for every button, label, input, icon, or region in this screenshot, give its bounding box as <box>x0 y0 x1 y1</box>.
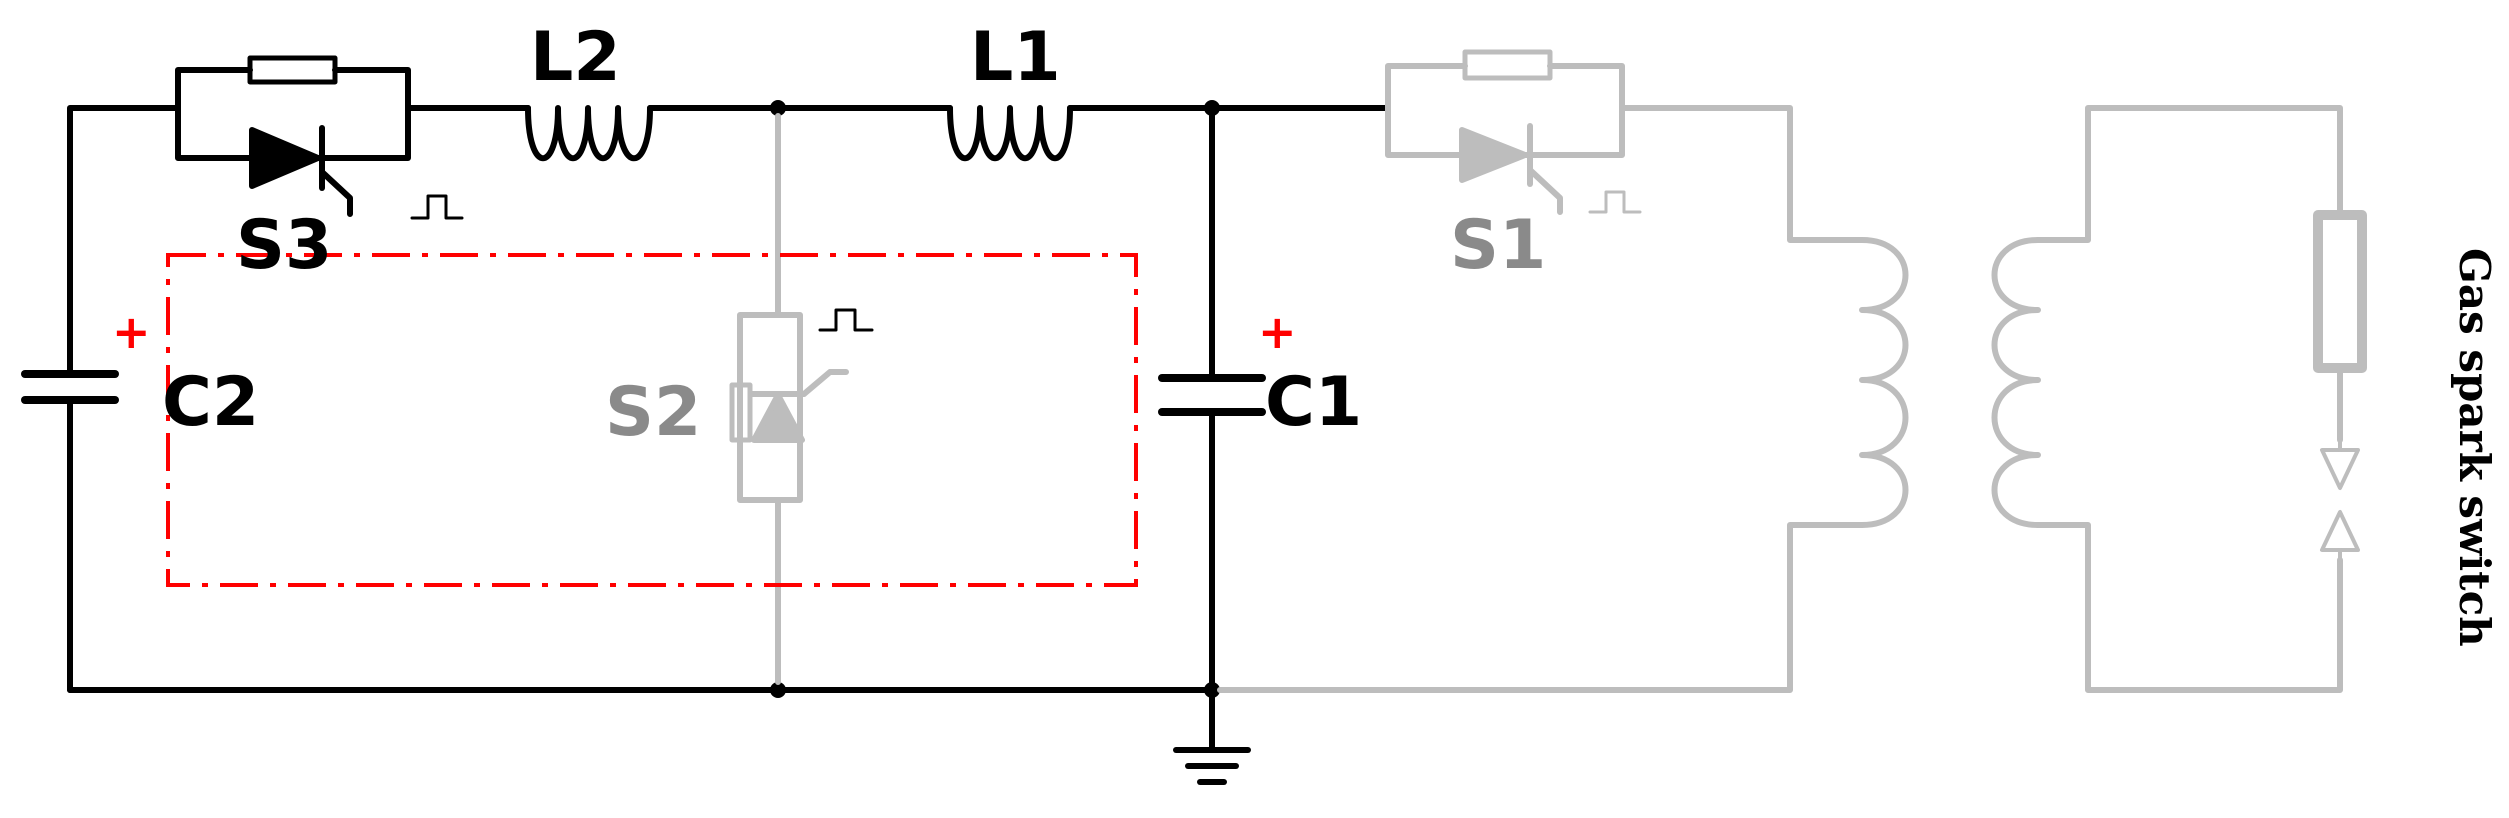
label-c2: C2 <box>162 363 259 442</box>
s1-thyristor <box>1385 49 1642 215</box>
junction-dot <box>770 100 786 116</box>
inactive-circuit <box>729 49 2367 693</box>
label-c1: C1 <box>1265 363 1362 442</box>
ground-symbol <box>1173 687 1251 785</box>
s2-thyristor <box>729 308 874 503</box>
transformer-primary-coil <box>1859 237 1909 528</box>
junction-dot <box>1204 100 1220 116</box>
l1-inductor <box>947 105 1073 161</box>
label-s2: S2 <box>605 373 701 452</box>
label-s3: S3 <box>236 206 332 285</box>
wire-left <box>67 105 181 693</box>
wire-primary <box>1217 105 1865 693</box>
label-l1: L1 <box>970 18 1061 97</box>
highlight-box <box>166 253 1138 587</box>
label-plus-c2: + <box>112 305 151 359</box>
wire-secondary <box>2035 105 2343 693</box>
junction-dots <box>770 100 1220 698</box>
c2-capacitor <box>21 335 119 455</box>
gas-gap-symbol <box>2320 438 2360 562</box>
s3-thyristor <box>175 55 464 220</box>
c1-capacitor <box>1158 374 1266 416</box>
label-plus-c1: + <box>1258 305 1297 359</box>
load-resistor <box>2313 210 2367 373</box>
l2-inductor <box>525 105 653 161</box>
label-l2: L2 <box>530 18 621 97</box>
junction-dot <box>1204 682 1220 698</box>
transformer-secondary-coil <box>1991 237 2041 528</box>
label-gas-spark-switch: Gas spark switch <box>2450 248 2499 647</box>
label-s1: S1 <box>1450 206 1546 285</box>
junction-dot <box>770 682 786 698</box>
